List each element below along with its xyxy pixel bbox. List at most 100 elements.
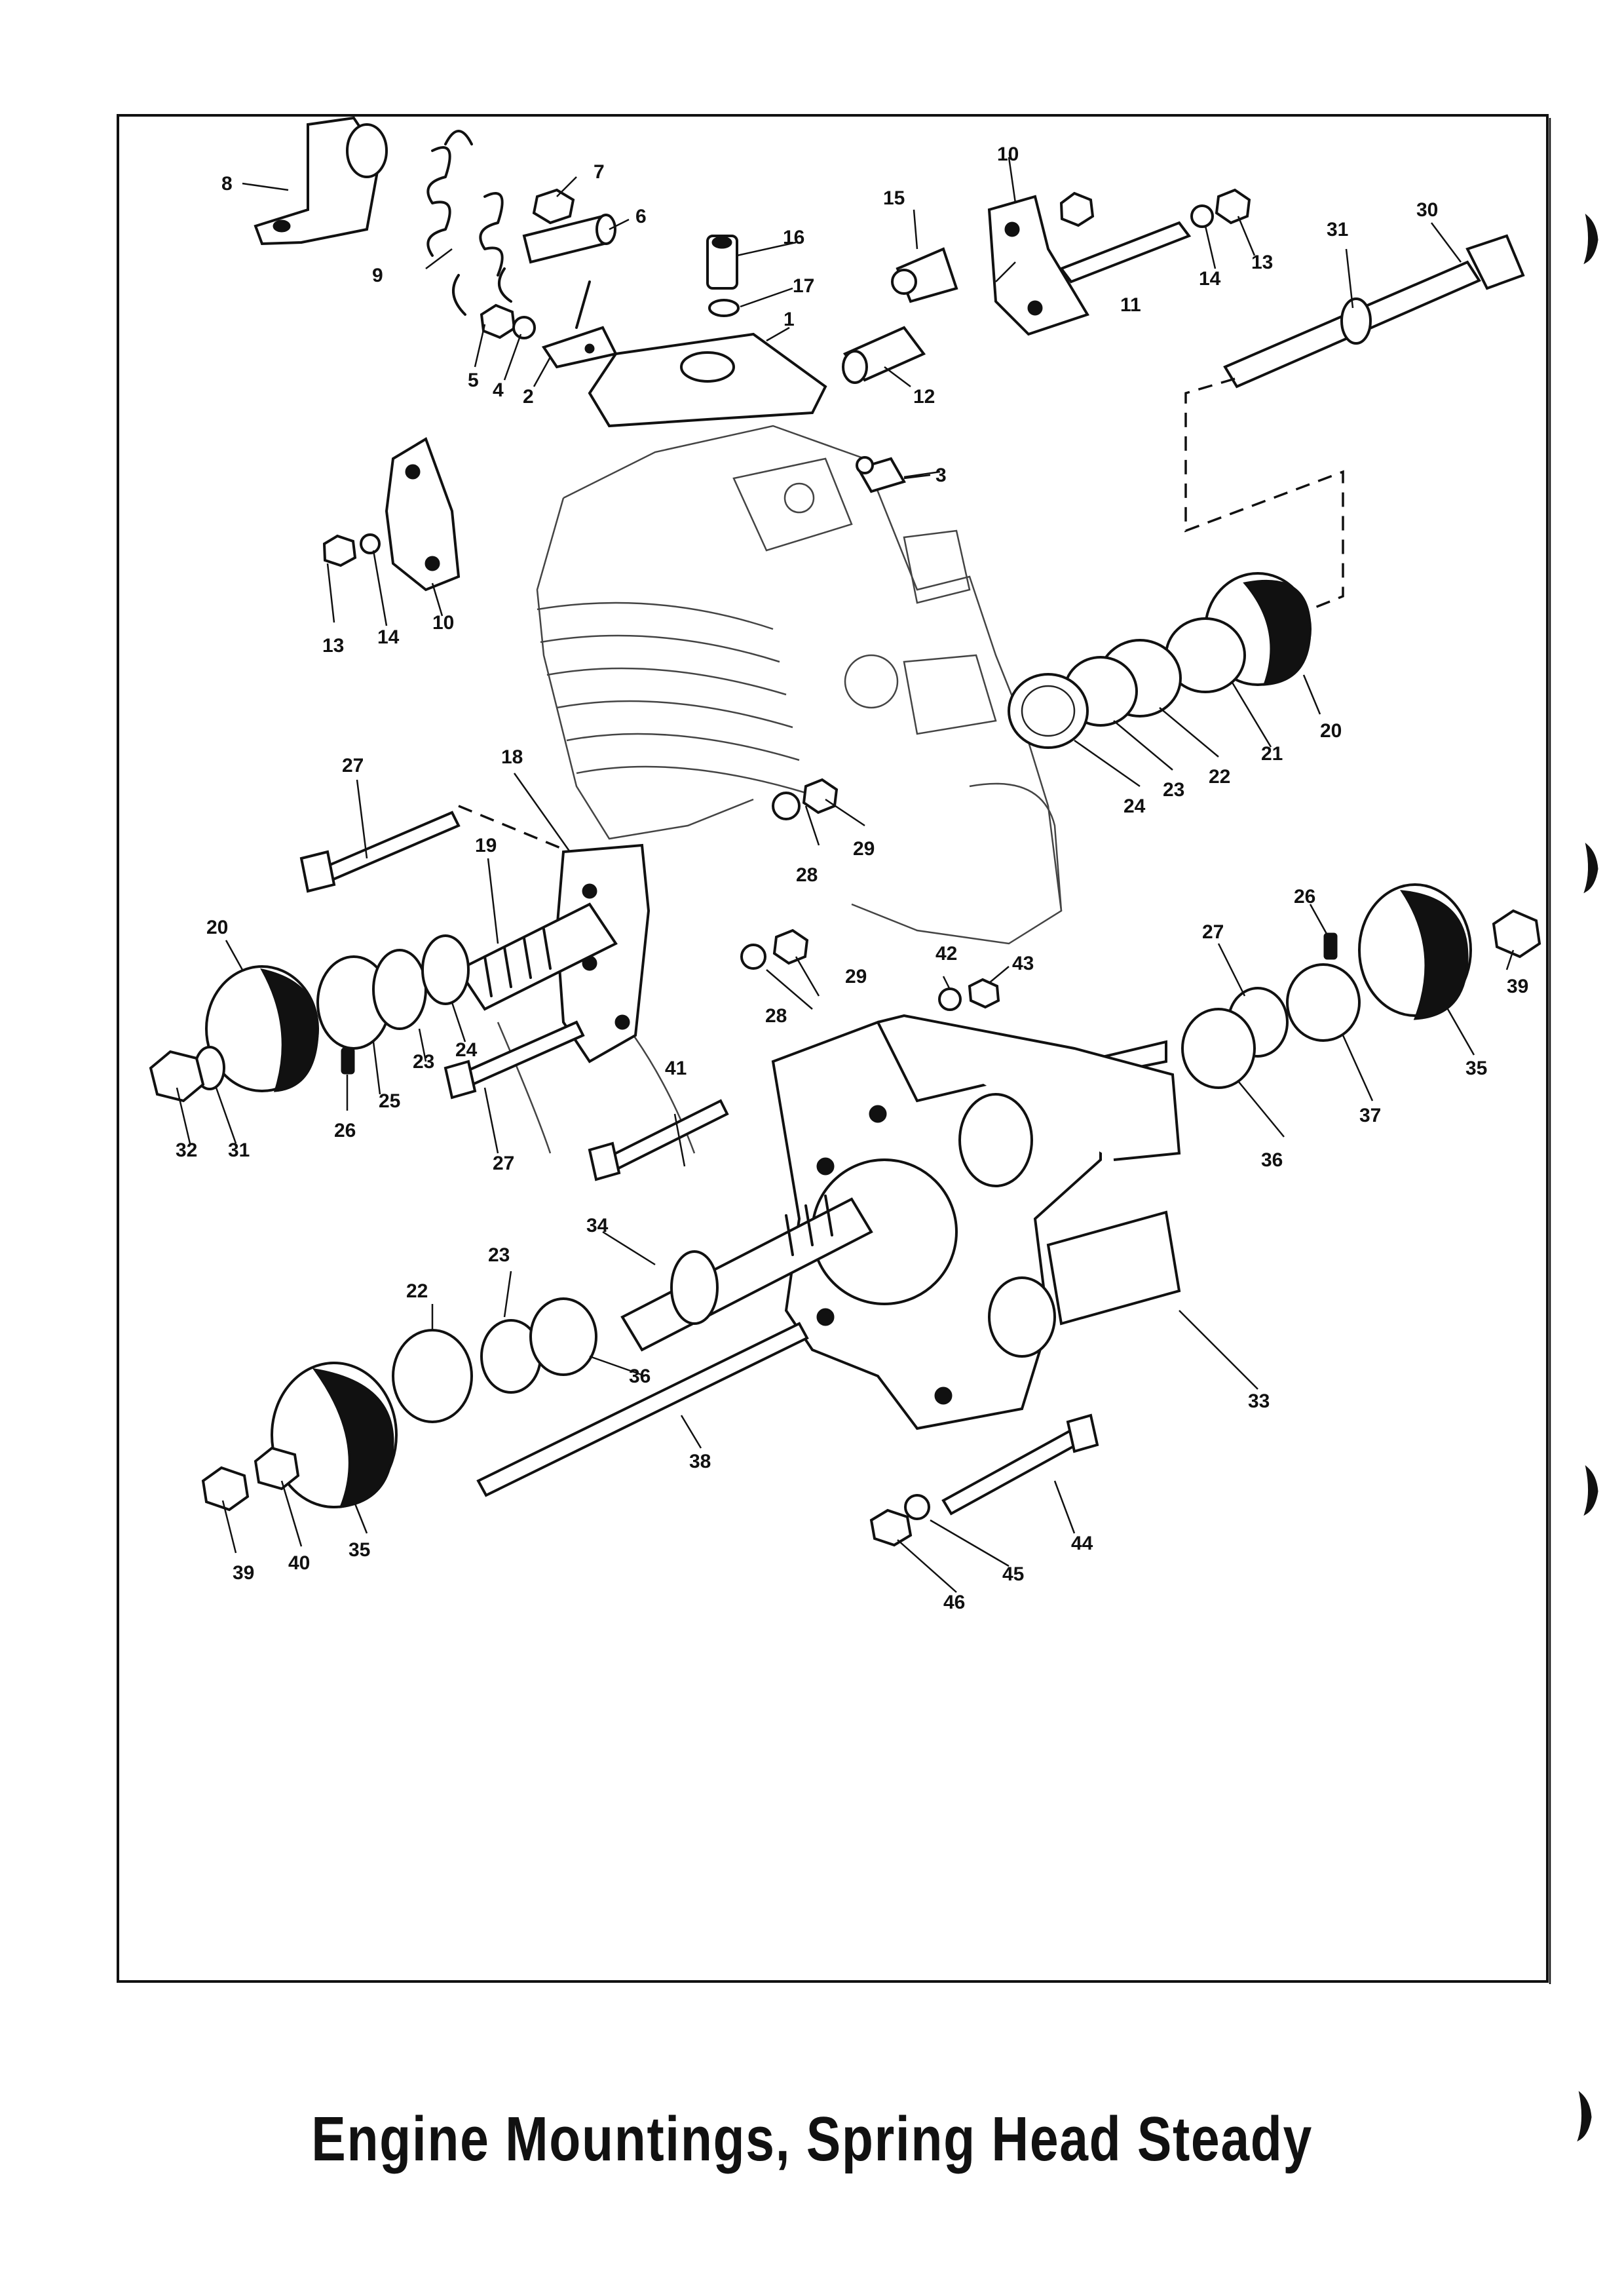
part-43-nut	[968, 978, 1000, 1009]
callout-3: 3	[935, 465, 947, 486]
callout-29: 29	[853, 838, 875, 860]
callout-27: 27	[342, 755, 364, 776]
part-40-nut-lower	[254, 1446, 300, 1491]
callout-2: 2	[523, 386, 534, 408]
callout-36: 36	[1261, 1149, 1283, 1171]
diagram-frame	[117, 114, 1549, 1983]
callout-27b: 27	[493, 1153, 514, 1174]
callout-42: 42	[935, 943, 957, 965]
part-26-grease-nipple-right	[1323, 932, 1338, 960]
callout-43: 43	[1012, 953, 1034, 974]
part-35-rubber-right	[1358, 883, 1472, 1020]
callout-31: 31	[1327, 219, 1348, 240]
part-35-rubber-lower	[271, 1362, 398, 1508]
callout-14b: 14	[377, 626, 400, 648]
callout-1: 1	[784, 309, 795, 330]
part-36-cup-lower	[529, 1297, 597, 1376]
callout-37: 37	[1359, 1105, 1381, 1126]
part-27-bolt-upper	[299, 811, 461, 893]
part-19-spring-shaft	[457, 902, 618, 1011]
part-24-ring-upper	[1008, 673, 1089, 749]
part-5-nut	[480, 303, 516, 339]
callout-22b: 22	[406, 1280, 428, 1302]
callout-25: 25	[379, 1090, 400, 1112]
part-13-nut-left	[322, 534, 357, 567]
binder-holes	[1577, 214, 1598, 2142]
callout-13b: 13	[322, 635, 344, 657]
callout-labels: 1 2 3 4 5 6 7 8 9 10 10 11 12 13 13 14 1…	[176, 144, 1528, 1613]
part-1-plate	[588, 332, 827, 428]
callout-30: 30	[1416, 199, 1438, 221]
part-37-washer	[1286, 963, 1361, 1042]
part-15-bush	[891, 247, 958, 303]
callout-13: 13	[1251, 252, 1273, 273]
part-42-washer	[938, 987, 962, 1011]
part-28-washer-lower	[740, 944, 766, 970]
callout-8: 8	[221, 173, 233, 195]
callout-33: 33	[1248, 1390, 1270, 1412]
callout-35: 35	[1465, 1058, 1487, 1079]
callout-6: 6	[635, 206, 647, 227]
part-22-bearing-lower	[392, 1329, 473, 1423]
part-45-washer	[904, 1494, 930, 1520]
callout-28b: 28	[765, 1005, 787, 1027]
part-26-grease-nipple-left	[341, 1047, 355, 1075]
callout-41: 41	[665, 1058, 687, 1079]
callout-20b: 20	[206, 917, 228, 938]
part-18-plate	[555, 843, 651, 1063]
part-33-housing	[771, 1014, 1181, 1430]
part-27-bolt-lower	[444, 1020, 585, 1100]
part-28-washer-upper	[772, 792, 801, 820]
part-20-rubber-left	[205, 965, 319, 1092]
leader-lines	[176, 157, 1515, 1593]
callout-45: 45	[1002, 1563, 1024, 1585]
callout-23b: 23	[413, 1051, 434, 1073]
callout-34: 34	[586, 1215, 609, 1236]
callout-22: 22	[1209, 766, 1230, 788]
callout-36b: 36	[629, 1366, 651, 1387]
callout-23: 23	[1163, 779, 1184, 801]
part-10-plate-upper	[987, 195, 1089, 336]
callout-14: 14	[1199, 268, 1221, 290]
callout-5: 5	[468, 370, 479, 391]
callout-18: 18	[501, 746, 523, 768]
part-44-bolt	[941, 1413, 1099, 1516]
dash-connector-left	[458, 805, 571, 853]
part-14-washer-left	[360, 533, 381, 554]
part-41-bolt	[588, 1099, 729, 1181]
callout-9: 9	[372, 265, 383, 286]
callout-24: 24	[1124, 795, 1146, 817]
part-31-collar-upper	[1340, 297, 1372, 345]
callout-46: 46	[943, 1592, 965, 1613]
part-4-washer	[512, 316, 536, 339]
callout-38: 38	[689, 1451, 711, 1472]
callout-31b: 31	[228, 1139, 250, 1161]
part-32-nut-left	[149, 1050, 205, 1103]
part-23-cup-left	[372, 949, 427, 1030]
dash-connector-upper	[1184, 377, 1344, 611]
part-10-nut	[1059, 191, 1095, 227]
callout-28: 28	[796, 864, 818, 886]
callout-7: 7	[594, 161, 605, 183]
callout-32: 32	[176, 1139, 197, 1161]
callout-39b: 39	[233, 1562, 254, 1584]
callout-26b: 26	[1294, 886, 1315, 908]
part-39-nut-lower	[201, 1466, 250, 1512]
part-7-nut	[532, 188, 575, 225]
part-39-nut-right	[1492, 909, 1541, 959]
callout-19: 19	[475, 835, 497, 856]
part-10-plate-left	[385, 437, 461, 592]
callout-10: 10	[997, 144, 1019, 165]
part-16-screw	[706, 235, 738, 290]
callout-21: 21	[1261, 743, 1283, 765]
part-12-tube	[842, 326, 926, 384]
part-24-ring-left	[421, 934, 470, 1005]
callout-12: 12	[913, 386, 935, 408]
part-17-washer	[708, 299, 740, 317]
callout-23c: 23	[488, 1244, 510, 1266]
callout-20: 20	[1320, 720, 1342, 742]
part-29-nut-upper	[802, 778, 839, 814]
part-29-nut-lower	[772, 928, 809, 965]
diagram-caption: Engine Mountings, Spring Head Steady	[311, 2104, 1313, 2174]
